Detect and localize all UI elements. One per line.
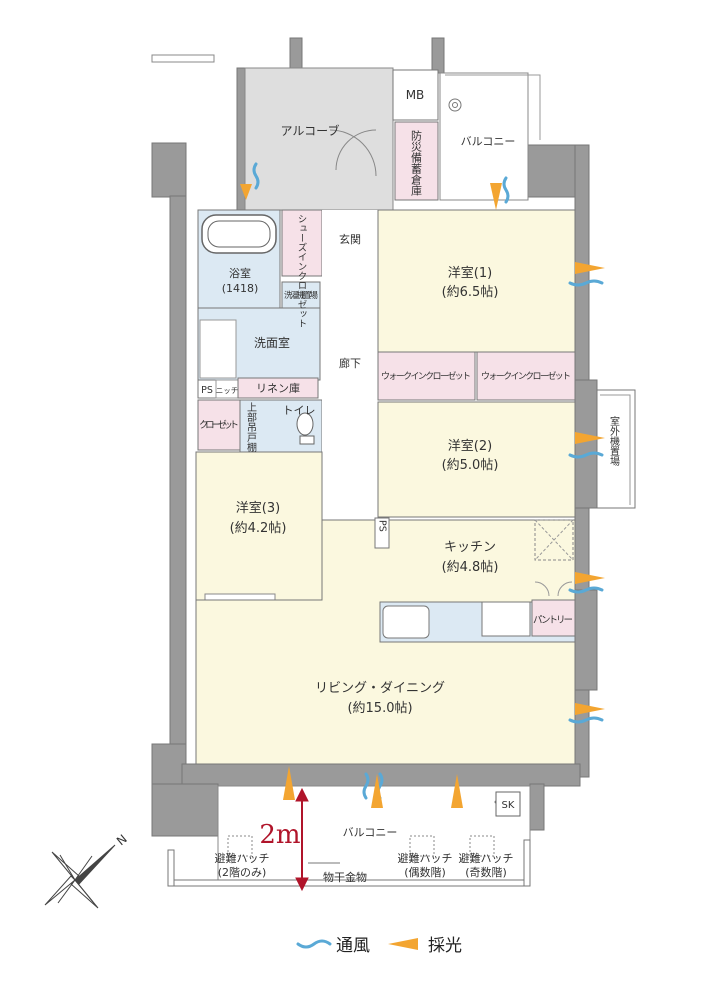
entrance-label: 玄関 bbox=[339, 232, 361, 246]
wic-1 bbox=[377, 351, 476, 401]
sk-box bbox=[495, 791, 521, 817]
outdoor-unit-label: 室外機置場 bbox=[608, 415, 620, 467]
alcove-label: アルコーブ bbox=[281, 123, 340, 138]
washroom-label: 洗面室 bbox=[254, 335, 290, 350]
living-size: (約15.0帖) bbox=[347, 701, 412, 716]
shoes-closet-label: シューズインクローゼット bbox=[296, 214, 308, 328]
balcony-depth-dimension bbox=[295, 787, 309, 892]
wic-1-label: ウォークインクローゼット bbox=[381, 370, 471, 382]
linen-label: リネン庫 bbox=[256, 381, 300, 395]
mb-box bbox=[392, 69, 439, 121]
hallway bbox=[322, 210, 378, 520]
hatch-2nd bbox=[227, 835, 253, 857]
hatch-even-label-a: 避難ハッチ bbox=[398, 851, 453, 865]
wic-2-label: ウォークインクローゼット bbox=[481, 370, 571, 382]
hatch-2nd-label-a: 避難ハッチ bbox=[215, 851, 270, 865]
fridge-space bbox=[534, 519, 574, 561]
balcony-top-label: バルコニー bbox=[461, 135, 516, 148]
hatch-odd-label-b: (奇数階) bbox=[465, 865, 507, 879]
ps-box-2 bbox=[374, 517, 390, 549]
light-markers bbox=[240, 183, 605, 808]
bedroom-1 bbox=[377, 209, 576, 353]
storage-box bbox=[394, 121, 439, 201]
wic-2 bbox=[476, 351, 576, 401]
dimension-label: 2m bbox=[259, 820, 300, 850]
legend-wind-label: 通風 bbox=[336, 936, 370, 956]
ps-label-1: PS bbox=[201, 385, 213, 396]
legend-light-icon bbox=[388, 938, 418, 950]
ps-label-2: PS bbox=[377, 520, 388, 532]
shoes-closet bbox=[281, 209, 323, 277]
linen-box bbox=[237, 377, 319, 399]
bathtub bbox=[201, 214, 277, 254]
washer-label: 洗濯機置場 bbox=[284, 290, 318, 301]
bedroom-3-size: (約4.2帖) bbox=[230, 521, 287, 536]
drying-label: 物干金物 bbox=[323, 870, 367, 884]
hatch-even bbox=[409, 835, 435, 857]
bedroom-3 bbox=[195, 451, 323, 601]
pantry-box bbox=[531, 599, 576, 637]
niche-label: ニッチ bbox=[216, 386, 239, 395]
closet-label: クローゼット bbox=[199, 419, 239, 431]
legend-light-label: 採光 bbox=[428, 936, 462, 956]
hatch-2nd-label-b: (2階のみ) bbox=[218, 865, 267, 879]
outdoor-unit-space bbox=[596, 389, 636, 509]
compass-north-label: N bbox=[114, 832, 130, 848]
hatch-even-label-b: (偶数階) bbox=[404, 865, 446, 879]
upper-shelf-label: 上部吊戸棚 bbox=[245, 402, 257, 453]
toilet-label: トイレ bbox=[283, 404, 316, 417]
bedroom-1-name: 洋室(1) bbox=[448, 265, 492, 281]
hatch-odd-label-a: 避難ハッチ bbox=[459, 851, 514, 865]
bath-name-label: 浴室 bbox=[229, 266, 251, 280]
bedroom-2 bbox=[377, 401, 576, 518]
living-name: リビング・ダイニング bbox=[315, 681, 445, 696]
alcove-floor bbox=[244, 67, 394, 211]
balcony-top-floor bbox=[439, 72, 529, 201]
bedroom-1-size: (約6.5帖) bbox=[442, 285, 499, 300]
bedroom-2-name: 洋室(2) bbox=[448, 438, 492, 454]
bedroom-2-size: (約5.0帖) bbox=[442, 458, 499, 473]
compass-rose bbox=[44, 844, 116, 909]
bedroom-3-name: 洋室(3) bbox=[236, 500, 280, 516]
bath-size-label: (1418) bbox=[222, 282, 259, 295]
storage-label: 防災備蓄倉庫 bbox=[410, 129, 423, 197]
pantry-label: パントリー bbox=[533, 615, 573, 626]
kitchen-name: キッチン bbox=[444, 540, 496, 555]
sk-label: SK bbox=[502, 800, 515, 811]
kitchen-size: (約4.8帖) bbox=[442, 560, 499, 575]
balcony-bottom-label: バルコニー bbox=[343, 826, 398, 839]
legend-wind-icon bbox=[296, 939, 332, 949]
mb-label: MB bbox=[406, 88, 425, 102]
hall-label: 廊下 bbox=[339, 356, 361, 370]
hatch-odd bbox=[469, 835, 495, 857]
